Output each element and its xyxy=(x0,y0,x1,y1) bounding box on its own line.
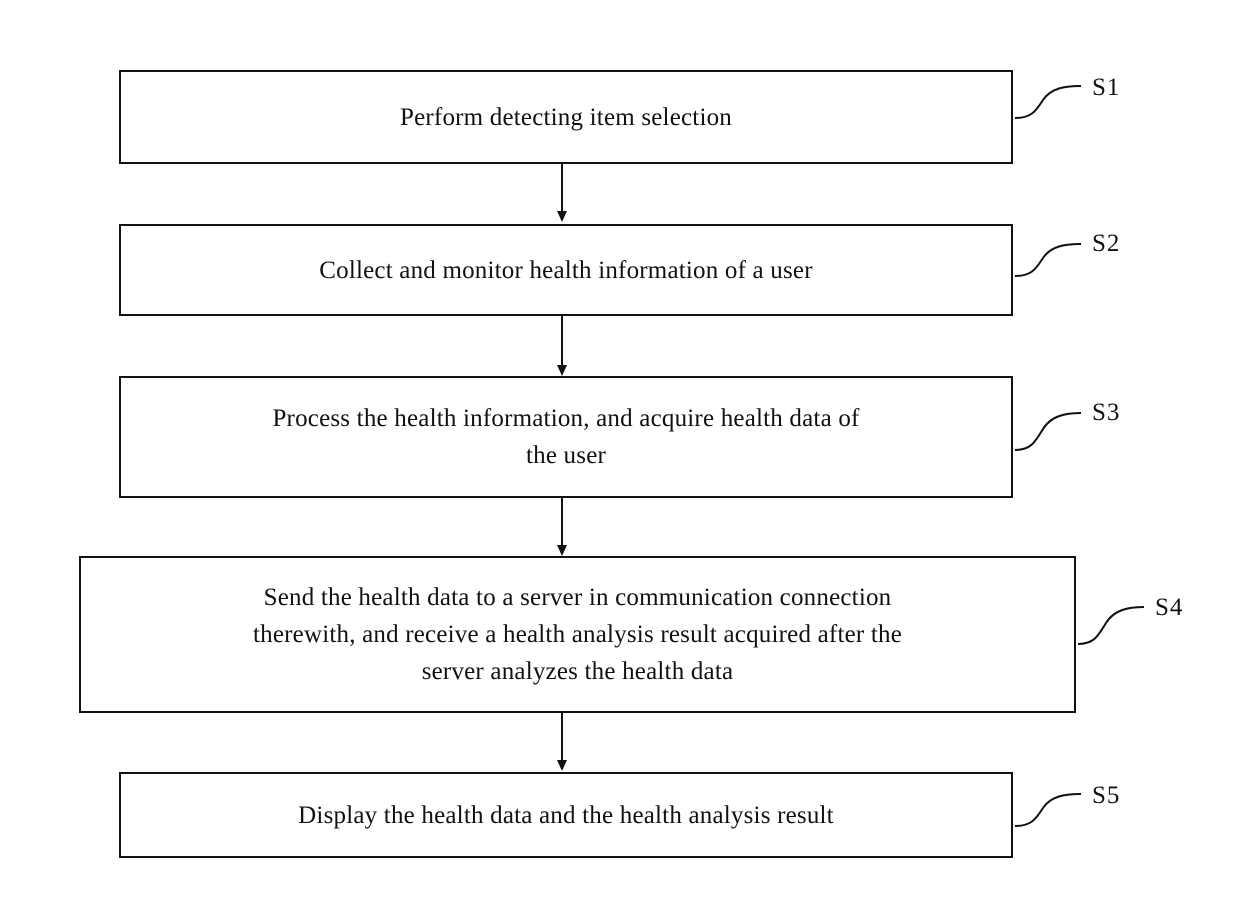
leader-line-s5 xyxy=(1014,793,1082,827)
leader-line-s2 xyxy=(1014,243,1082,277)
flow-node-s1[interactable]: Perform detecting item selection xyxy=(119,70,1013,164)
step-label-s4: S4 xyxy=(1155,594,1184,621)
flow-node-s1-text: Perform detecting item selection xyxy=(400,103,732,131)
flow-node-s4[interactable]: Send the health data to a server in comm… xyxy=(79,556,1076,713)
connector-s2-s3 xyxy=(557,316,567,376)
connector-s4-s5 xyxy=(557,713,567,771)
leader-line-s3 xyxy=(1014,412,1082,451)
step-label-s5: S5 xyxy=(1092,782,1121,809)
leader-line-s4 xyxy=(1077,606,1145,645)
flow-node-s3[interactable]: Process the health information, and acqu… xyxy=(119,376,1013,498)
step-label-s2: S2 xyxy=(1092,230,1121,257)
flow-node-s3-text: Process the health information, and acqu… xyxy=(272,405,860,469)
connector-s3-s4 xyxy=(557,498,567,556)
flow-node-s2[interactable]: Collect and monitor health information o… xyxy=(119,224,1013,316)
flow-node-s5[interactable]: Display the health data and the health a… xyxy=(119,772,1013,858)
leader-line-s1 xyxy=(1014,85,1082,119)
connector-s1-s2 xyxy=(557,164,567,222)
flow-node-s2-text: Collect and monitor health information o… xyxy=(319,256,813,284)
step-label-s3: S3 xyxy=(1092,399,1121,426)
flow-node-s4-text: Send the health data to a server in comm… xyxy=(252,584,902,685)
flow-node-s5-text: Display the health data and the health a… xyxy=(298,801,834,829)
step-label-s1: S1 xyxy=(1092,74,1121,101)
